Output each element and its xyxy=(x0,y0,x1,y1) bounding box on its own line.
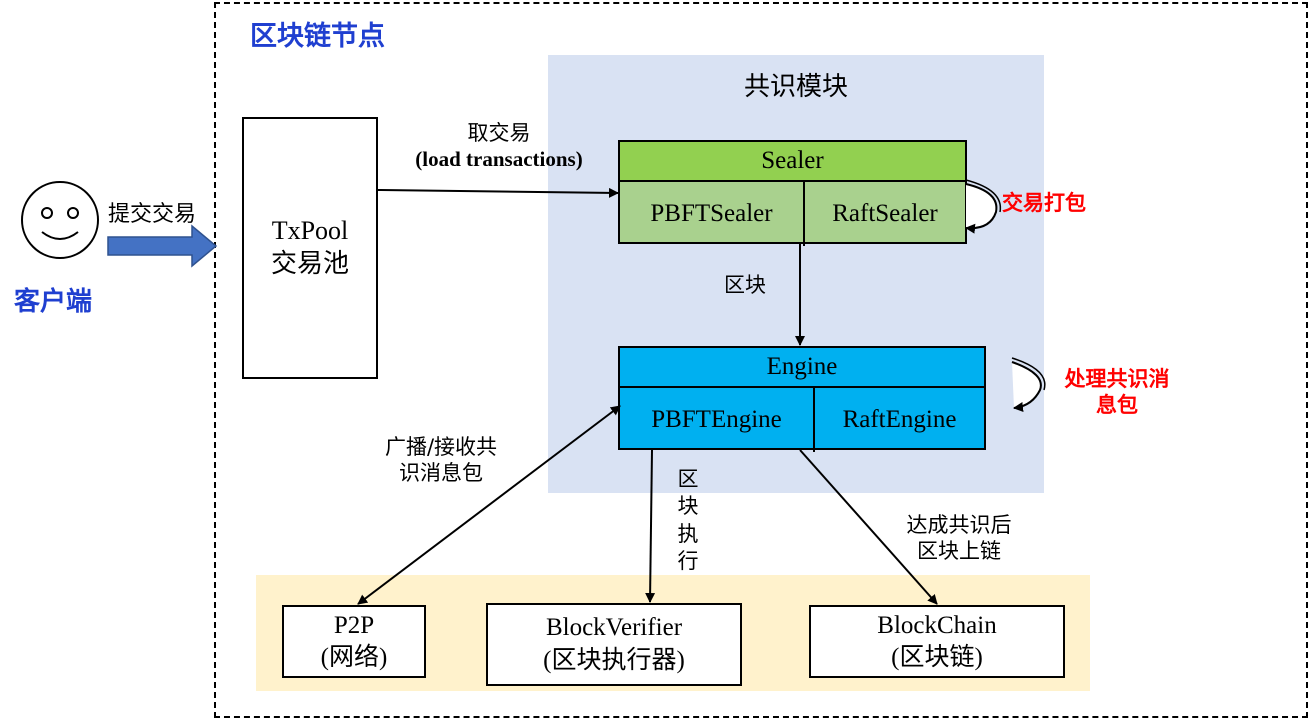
txpool-name: TxPool xyxy=(271,216,349,246)
p2p-box: P2P (网络) xyxy=(282,605,426,678)
load-tx-label-en: (load transactions) xyxy=(415,147,583,172)
engine-box: Engine PBFTEngine RaftEngine xyxy=(618,346,986,452)
raft-engine: RaftEngine xyxy=(815,388,984,452)
process-msg-line1: 处理共识消 xyxy=(1064,367,1170,391)
sealer-header: Sealer xyxy=(620,142,965,182)
process-msg-line2: 息包 xyxy=(1096,393,1138,418)
engine-title: Engine xyxy=(766,353,838,380)
node-border xyxy=(214,2,1308,718)
process-msg-label: 处理共识消 息包 xyxy=(1055,366,1179,419)
broadcast-label: 广播/接收共 识消息包 xyxy=(366,434,516,487)
p2p-name: P2P xyxy=(333,612,375,640)
pack-tx-label: 交易打包 xyxy=(1002,191,1086,215)
blockverifier-box: BlockVerifier (区块执行器) xyxy=(486,603,742,686)
blockchain-desc: (区块链) xyxy=(891,643,983,671)
broadcast-line1: 广播/接收共 xyxy=(384,435,498,459)
sealer-box: Sealer PBFTSealer RaftSealer xyxy=(618,140,967,246)
execute-char-2: 块 xyxy=(677,494,699,519)
commit-line1: 达成共识后 xyxy=(906,513,1012,537)
raft-sealer: RaftSealer xyxy=(805,182,965,246)
pbft-engine-label: PBFTEngine xyxy=(651,406,782,433)
blockverifier-name: BlockVerifier xyxy=(545,614,683,641)
node-title: 区块链节点 xyxy=(250,21,385,52)
pbft-engine: PBFTEngine xyxy=(620,388,815,452)
engine-header: Engine xyxy=(620,348,984,388)
load-tx-label: 取交易 (load transactions) xyxy=(396,120,602,173)
blockverifier-desc: (区块执行器) xyxy=(543,646,685,674)
execute-char-1: 区 xyxy=(677,467,699,491)
submit-tx-label: 提交交易 xyxy=(108,202,197,227)
blockchain-name: BlockChain xyxy=(877,612,997,640)
txpool-box: TxPool 交易池 xyxy=(242,117,378,379)
commit-label: 达成共识后 区块上链 xyxy=(892,512,1026,565)
sealer-title: Sealer xyxy=(761,147,824,174)
execute-char-4: 行 xyxy=(677,548,699,573)
execute-char-3: 执 xyxy=(677,521,699,546)
pbft-sealer: PBFTSealer xyxy=(620,182,805,246)
pbft-sealer-label: PBFTSealer xyxy=(650,200,773,227)
client-smiley-icon xyxy=(21,181,99,259)
consensus-title: 共识模块 xyxy=(743,72,848,102)
client-label: 客户端 xyxy=(14,287,93,317)
p2p-desc: (网络) xyxy=(320,643,388,671)
broadcast-line2: 识消息包 xyxy=(399,461,483,486)
raft-engine-label: RaftEngine xyxy=(842,406,957,433)
raft-sealer-label: RaftSealer xyxy=(832,200,938,227)
load-tx-label-cn: 取交易 xyxy=(467,121,531,145)
execute-label: 区 块 执 行 xyxy=(674,466,702,575)
block-label: 区块 xyxy=(724,273,766,297)
commit-line2: 区块上链 xyxy=(917,539,1001,564)
submit-arrow-icon xyxy=(107,224,218,268)
txpool-name-cn: 交易池 xyxy=(270,249,349,279)
blockchain-box: BlockChain (区块链) xyxy=(809,605,1065,678)
